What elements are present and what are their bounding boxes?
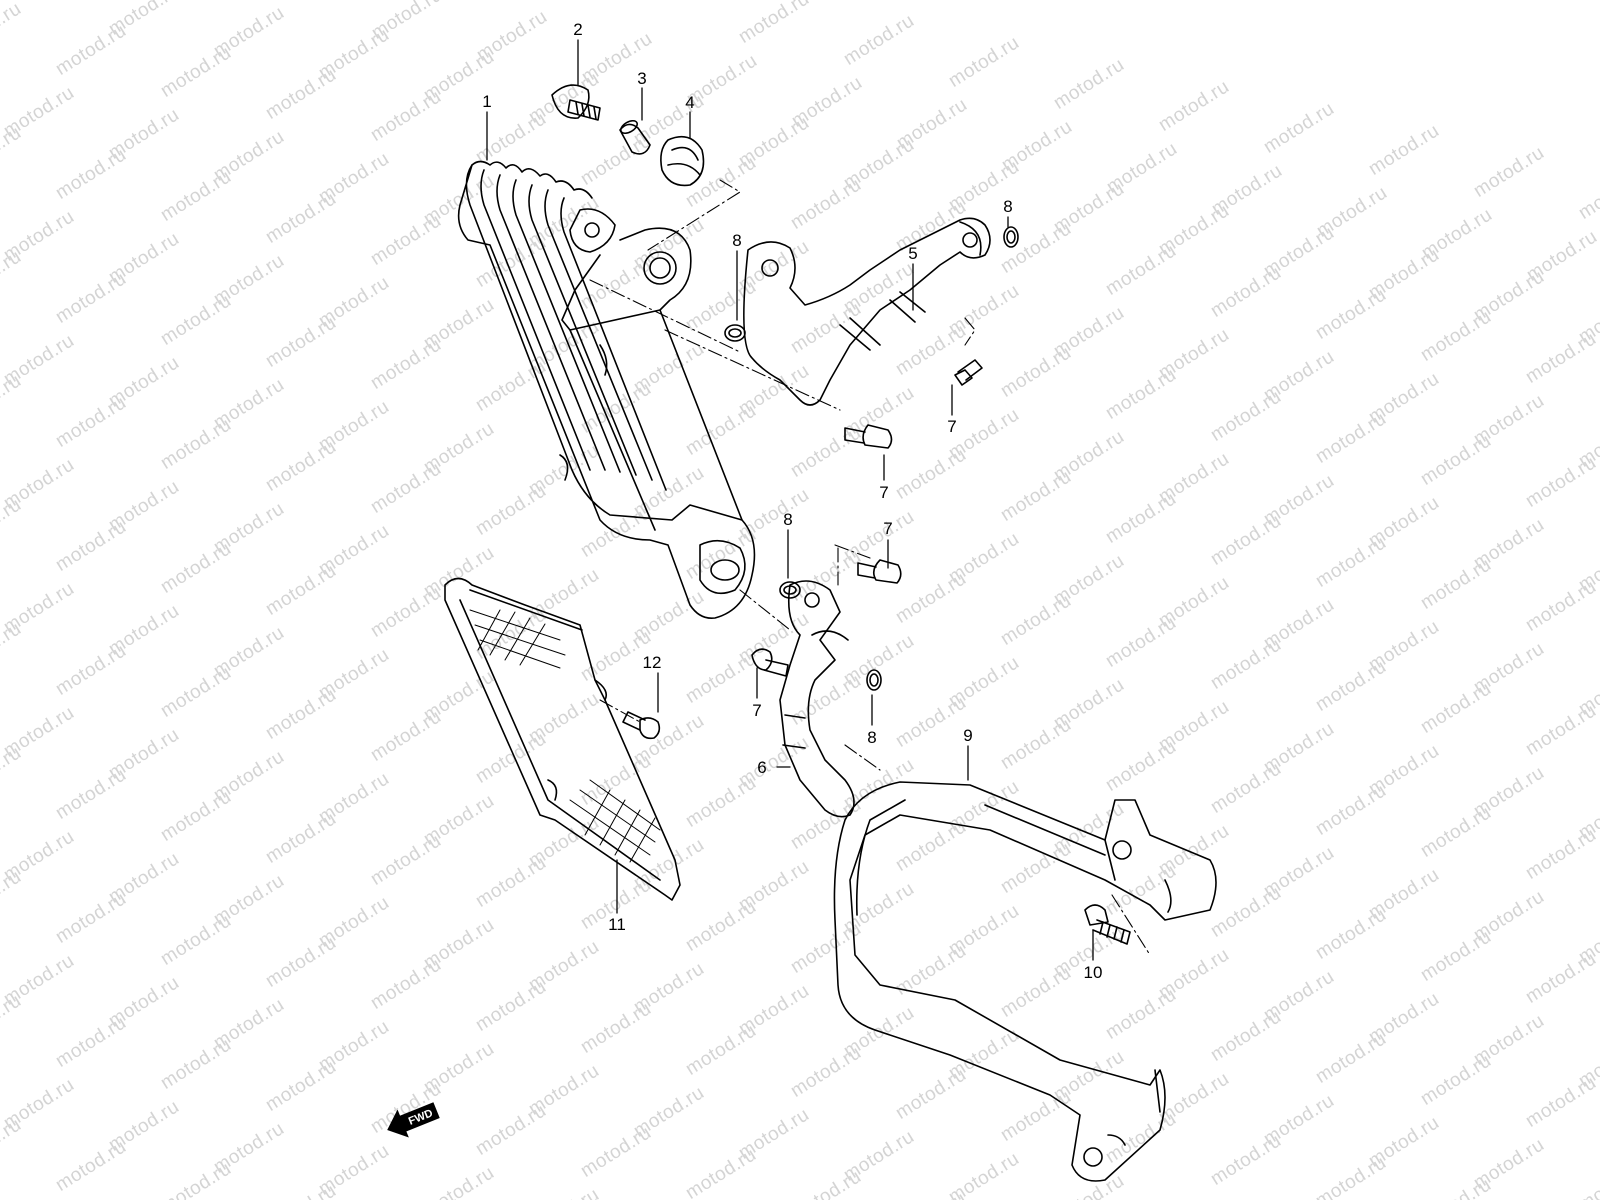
callout-5: 5 — [908, 244, 917, 263]
bolt-part-12 — [622, 711, 661, 740]
leader-lines — [486, 39, 1094, 961]
callout-8-c: 8 — [783, 510, 792, 529]
oil-hose-part-5 — [743, 217, 991, 406]
callout-labels: 1 2 3 4 5 6 7 7 7 7 8 8 8 8 9 10 11 12 — [482, 20, 1102, 982]
callout-7-c: 7 — [883, 519, 892, 538]
callout-6: 6 — [757, 758, 766, 777]
fwd-arrow-icon: FWD — [387, 1102, 440, 1138]
callout-2: 2 — [573, 20, 582, 39]
bolt-washer-part-2 — [551, 84, 601, 121]
callout-3: 3 — [637, 69, 646, 88]
grommet-part-4 — [660, 135, 705, 187]
o-ring-part-8 — [724, 226, 1019, 691]
assembly-lines — [589, 179, 1151, 956]
callout-7-d: 7 — [752, 701, 761, 720]
bolt-part-7 — [751, 359, 983, 677]
callout-1: 1 — [482, 92, 491, 111]
callout-7-b: 7 — [947, 417, 956, 436]
callout-8-d: 8 — [867, 728, 876, 747]
callout-4: 4 — [685, 93, 694, 112]
callout-11: 11 — [608, 915, 626, 934]
callout-12: 12 — [643, 653, 662, 672]
oil-cooler — [457, 160, 756, 620]
callout-8-b: 8 — [1003, 197, 1012, 216]
callout-8-a: 8 — [732, 231, 741, 250]
engine-guard-part-9 — [833, 781, 1217, 1182]
oil-hose-part-6 — [779, 580, 855, 818]
collar-part-3 — [619, 119, 651, 155]
callout-10: 10 — [1084, 963, 1103, 982]
callout-9: 9 — [963, 726, 972, 745]
callout-7-a: 7 — [879, 483, 888, 502]
bolt-part-10 — [1084, 904, 1131, 945]
cooler-guard-part-11 — [444, 577, 681, 901]
